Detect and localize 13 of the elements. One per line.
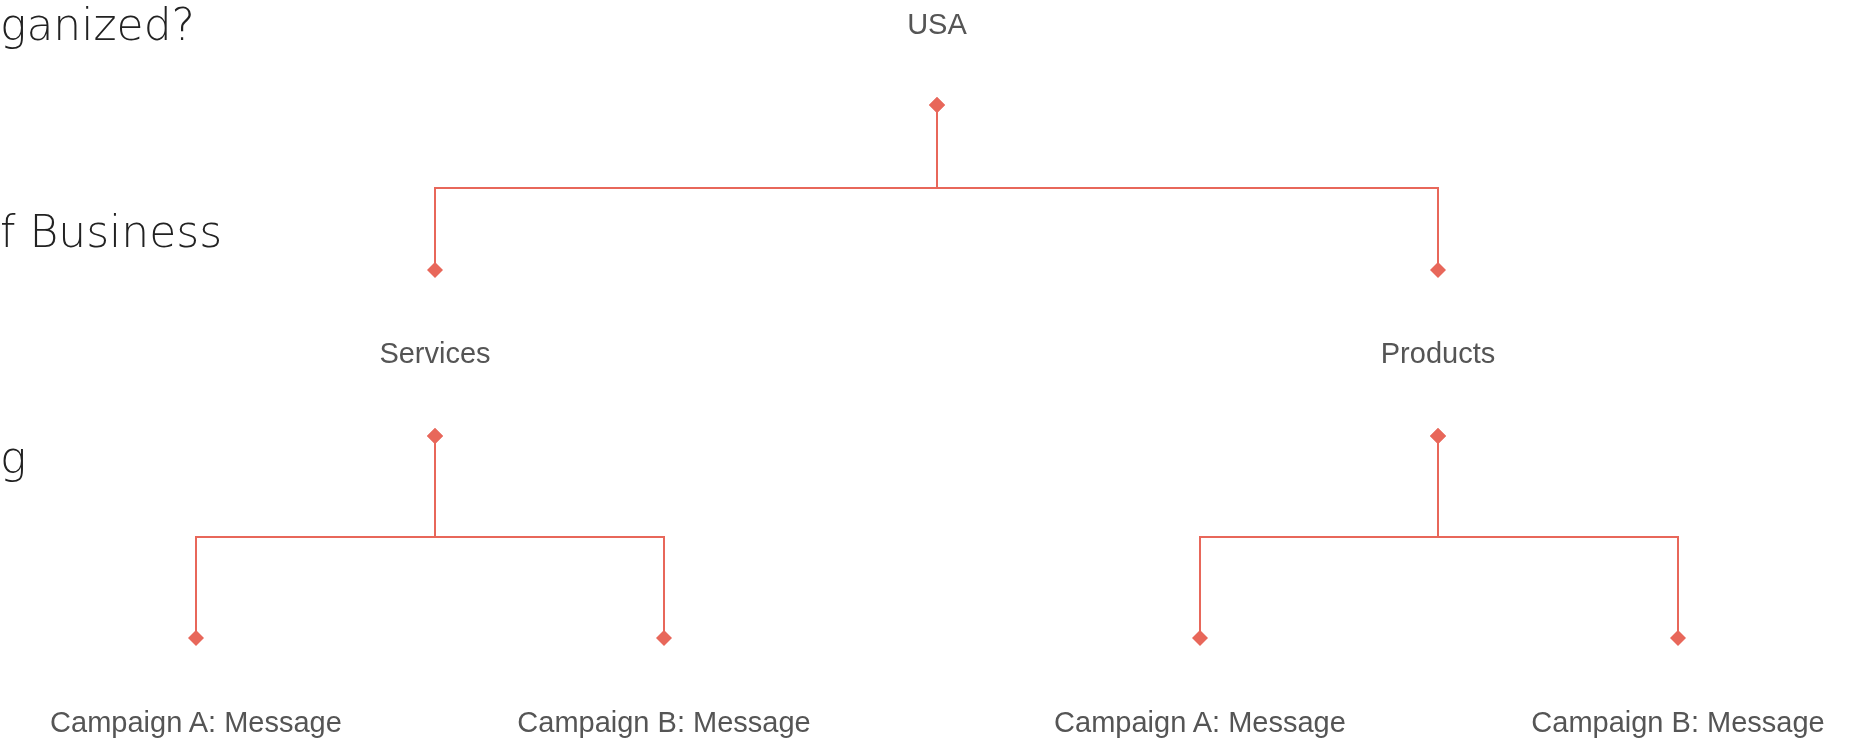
node-label: Products bbox=[1380, 336, 1496, 370]
node-label: Campaign A: Message bbox=[1054, 705, 1346, 739]
heading-text: f Business bbox=[0, 207, 223, 257]
heading-text: g bbox=[0, 433, 27, 483]
node-label: Campaign B: Message bbox=[1531, 705, 1825, 739]
node-label: Campaign B: Message bbox=[517, 705, 811, 739]
node-label: Services bbox=[379, 336, 491, 370]
connector-line bbox=[427, 428, 672, 646]
connector-line bbox=[1430, 428, 1686, 646]
node-label: Campaign A: Message bbox=[50, 705, 342, 739]
node-label: USA bbox=[907, 7, 967, 41]
heading-text: ganized? bbox=[0, 0, 195, 50]
connector-line bbox=[929, 97, 1446, 278]
